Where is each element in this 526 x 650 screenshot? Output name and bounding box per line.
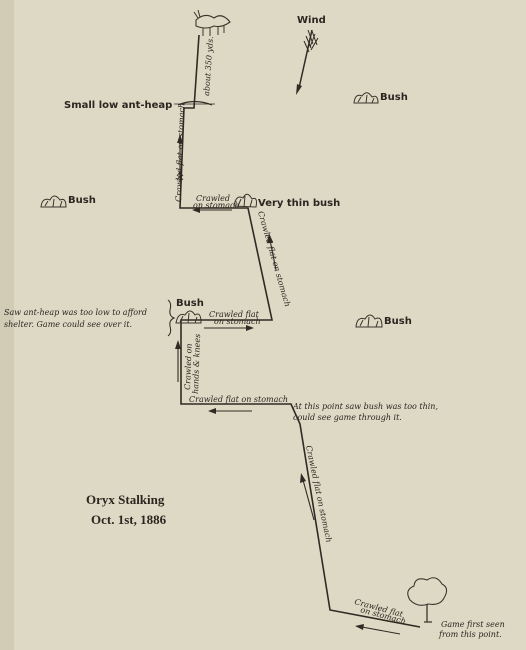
stalking-route-path [179, 34, 421, 628]
ant-heap-note-brace [167, 299, 176, 337]
crawled-flat-mid-label-b: on stomach [214, 317, 261, 326]
crawled-flat-horizontal-label: Crawled flat on stomach [189, 395, 288, 404]
crawled-stomach-label-b: on stomach [193, 201, 240, 210]
route-arrow-2 [192, 207, 232, 213]
route-arrow-6 [208, 408, 252, 414]
bush-upper-right-icon [353, 92, 379, 104]
wind-label: Wind [297, 15, 326, 26]
ant-heap-note-line-2: shelter. Game could see over it. [4, 320, 132, 329]
crawled-hands-label-a: Crawled on [183, 343, 194, 390]
about-yds-label: about 350 yds. [202, 36, 215, 96]
ant-heap-label: Small low ant-heap [64, 100, 172, 111]
route-arrow-5 [175, 340, 181, 382]
thin-bush-note-line-1: At this point saw bush was too thin, [292, 402, 438, 411]
crawled-stomach-label-a: Crawled [196, 194, 230, 203]
bush-middle-icon [175, 310, 202, 324]
bush-middle-label: Bush [176, 298, 204, 309]
crawled-hands-label-b: hands & knees [191, 334, 202, 394]
first-seen-note-line-2: from this point. [438, 630, 502, 639]
ant-heap-note-line-1: Saw ant-heap was too low to afford [4, 308, 147, 317]
thin-bush-note-line-2: could see game through it. [293, 413, 402, 422]
bush-left-icon [40, 195, 67, 208]
oryx-herd-icon [193, 9, 231, 36]
wind-arrow-icon [296, 29, 319, 95]
page-gutter-shadow [0, 0, 14, 650]
bush-upper-right-label: Bush [380, 92, 408, 103]
route-arrow-1 [176, 134, 184, 182]
route-arrow-8 [355, 624, 401, 635]
map-title: Oryx Stalking [86, 492, 165, 507]
bush-right-label: Bush [384, 316, 412, 327]
map-date: Oct. 1st, 1886 [91, 512, 167, 527]
bush-left-label: Bush [68, 195, 96, 206]
first-seen-note-line-1: Game first seen [441, 620, 505, 629]
route-arrow-3 [267, 233, 277, 271]
ant-heap-icon [174, 100, 215, 106]
crawled-flat-mid-label-a: Crawled flat [209, 310, 260, 319]
route-arrow-7 [300, 473, 315, 521]
bush-right-icon [355, 314, 383, 328]
route-arrow-4 [204, 325, 254, 331]
thin-bush-label: Very thin bush [258, 198, 340, 209]
thin-bush-icon [233, 193, 257, 208]
tree-icon [407, 577, 448, 623]
crawled-flat-top-label: Crawled flat on stomach [174, 103, 186, 202]
